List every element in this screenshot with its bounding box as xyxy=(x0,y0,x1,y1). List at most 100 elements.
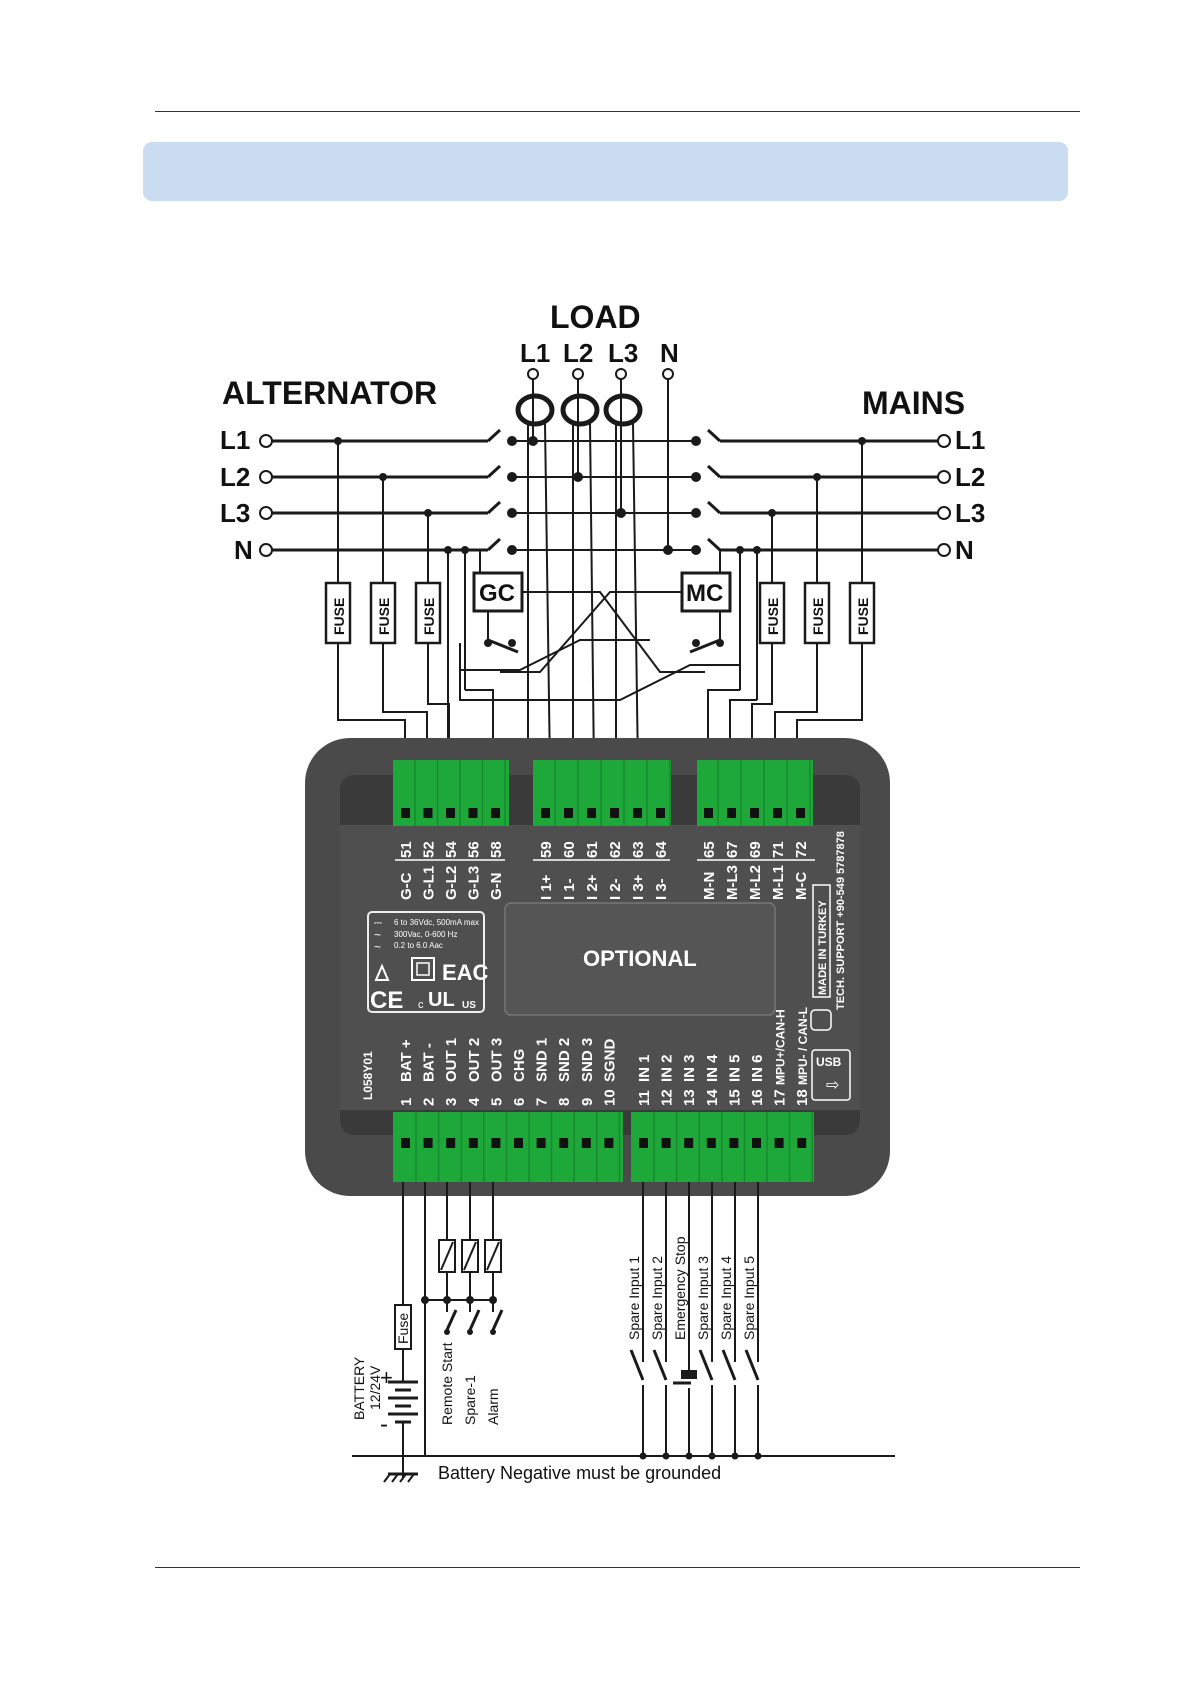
alternator-bus xyxy=(259,434,488,557)
terminal-screw xyxy=(514,1138,523,1148)
gc-contactor: GC xyxy=(459,550,705,673)
bottom-terminal-name: IN 6 xyxy=(749,1054,766,1082)
header-rule xyxy=(155,111,1080,112)
alternator-label: ALTERNATOR xyxy=(222,375,437,411)
battery-plus-label: + xyxy=(380,1365,393,1390)
spec-ac: 300Vac, 0-600 Hz xyxy=(394,930,457,939)
mains-fuse-2-label: FUSE xyxy=(810,598,826,635)
bottom-terminal-name: MPU- / CAN-L xyxy=(796,1007,810,1085)
bottom-terminal-name: IN 1 xyxy=(636,1054,653,1082)
ac-symbol-icon: ~ xyxy=(374,928,381,942)
top-terminal-number: 51 xyxy=(398,841,415,858)
terminal-screw xyxy=(796,808,805,818)
top-terminal-number: 60 xyxy=(561,841,578,858)
terminal-screw xyxy=(468,808,478,818)
bottom-terminal-name: SGND xyxy=(601,1038,618,1082)
top-terminal-number: 59 xyxy=(538,841,555,858)
top-terminal-number: 72 xyxy=(793,841,810,858)
bottom-terminal-name: OUT 1 xyxy=(443,1038,460,1082)
footer-rule xyxy=(155,1567,1080,1568)
ul-c-mark: c xyxy=(418,999,424,1011)
mains-fuse-1-label: FUSE xyxy=(765,598,781,635)
battery-fuse-label: Fuse xyxy=(395,1313,411,1344)
terminal-screw xyxy=(750,808,759,818)
terminal-screw xyxy=(773,808,782,818)
terminal-screw xyxy=(587,808,596,818)
terminal-screw xyxy=(706,1138,716,1148)
output-relays xyxy=(421,1182,504,1335)
top-terminal-name: M-C xyxy=(793,872,810,900)
mains-l1-label: L1 xyxy=(955,425,985,455)
bottom-terminal-name: OUT 3 xyxy=(488,1038,505,1082)
eac-mark: EAC xyxy=(442,960,489,985)
bottom-terminal-number: 9 xyxy=(579,1098,596,1106)
top-terminal-name: G-C xyxy=(398,872,415,900)
controller-unit: OPTIONAL 6 to 36Vdc, 500mA max 300Vac, 0… xyxy=(305,738,890,1196)
model-label: L058Y01 xyxy=(361,1051,375,1100)
alternator-fuses: FUSE FUSE FUSE xyxy=(324,437,494,770)
top-terminal-name: M-L2 xyxy=(747,865,764,900)
load-l1-label: L1 xyxy=(520,338,550,368)
top-terminal-number: 56 xyxy=(466,841,483,858)
terminal-screw xyxy=(401,808,410,818)
top-terminal-number: 62 xyxy=(607,841,624,858)
top-terminal-number: 69 xyxy=(747,841,764,858)
alt-l2-label: L2 xyxy=(220,462,250,492)
alt-fuse-1-label: FUSE xyxy=(331,598,347,635)
bottom-terminal-name: BAT - xyxy=(421,1043,438,1082)
terminal-screw xyxy=(639,1138,648,1148)
bottom-terminal-name: IN 5 xyxy=(726,1054,743,1082)
battery-wiring: Fuse + - BATTERY 12/24V Battery Negative… xyxy=(351,1182,895,1483)
terminal-screw xyxy=(581,1138,591,1148)
terminal-screw xyxy=(704,808,713,818)
top-terminal-number: 64 xyxy=(653,841,670,858)
gc-label: GC xyxy=(479,580,515,607)
input-label: Spare Input 4 xyxy=(718,1256,734,1340)
bottom-terminal-name: SND 2 xyxy=(556,1038,573,1082)
bottom-terminal-name: BAT + xyxy=(398,1039,415,1082)
terminal-screw xyxy=(610,808,619,818)
bottom-terminal-number: 5 xyxy=(488,1098,505,1106)
load-n-label: N xyxy=(660,338,679,368)
terminal-screw xyxy=(656,808,665,818)
top-terminal-name: G-N xyxy=(488,873,505,901)
top-terminal-name: G-L2 xyxy=(443,866,460,900)
terminal-screw xyxy=(564,808,573,818)
terminal-screw xyxy=(661,1138,671,1148)
terminal-screw xyxy=(797,1138,807,1148)
top-terminal-number: 67 xyxy=(724,841,741,858)
alt-fuse-3-label: FUSE xyxy=(421,598,437,635)
bottom-terminal-number: 1 xyxy=(398,1098,415,1106)
warning-icon xyxy=(374,963,390,981)
alt-l3-label: L3 xyxy=(220,498,250,528)
input-label: Emergency Stop xyxy=(672,1236,688,1340)
bottom-terminal-number: 4 xyxy=(466,1097,483,1106)
terminal-screw xyxy=(468,1138,478,1148)
usb-port xyxy=(811,1049,851,1101)
input-label: Spare Input 3 xyxy=(695,1256,711,1340)
terminal-screw xyxy=(604,1138,614,1148)
mains-bus xyxy=(720,434,951,557)
bottom-terminal-name: IN 3 xyxy=(681,1054,698,1082)
bottom-terminal-number: 10 xyxy=(601,1089,618,1106)
bottom-terminal-number: 8 xyxy=(556,1098,573,1106)
load-feeders xyxy=(527,368,674,555)
terminal-screw xyxy=(401,1138,410,1148)
top-terminal-name: I 2+ xyxy=(584,874,601,900)
terminal-screw xyxy=(541,808,550,818)
current-transformers xyxy=(515,393,643,771)
bottom-terminal-number: 6 xyxy=(511,1098,528,1106)
top-terminal-name: M-N xyxy=(701,872,718,900)
bottom-terminal-name: CHG xyxy=(511,1049,528,1082)
terminal-screw xyxy=(727,808,736,818)
phone-icon xyxy=(810,1009,832,1031)
mains-fuses: FUSE FUSE FUSE xyxy=(707,437,876,770)
bottom-terminal-number: 15 xyxy=(726,1089,743,1106)
top-terminal-name: I 3- xyxy=(653,878,670,900)
bottom-terminal-number: 16 xyxy=(749,1089,766,1106)
bottom-terminal-number: 14 xyxy=(704,1089,721,1106)
bottom-terminal-number: 18 xyxy=(794,1089,811,1106)
